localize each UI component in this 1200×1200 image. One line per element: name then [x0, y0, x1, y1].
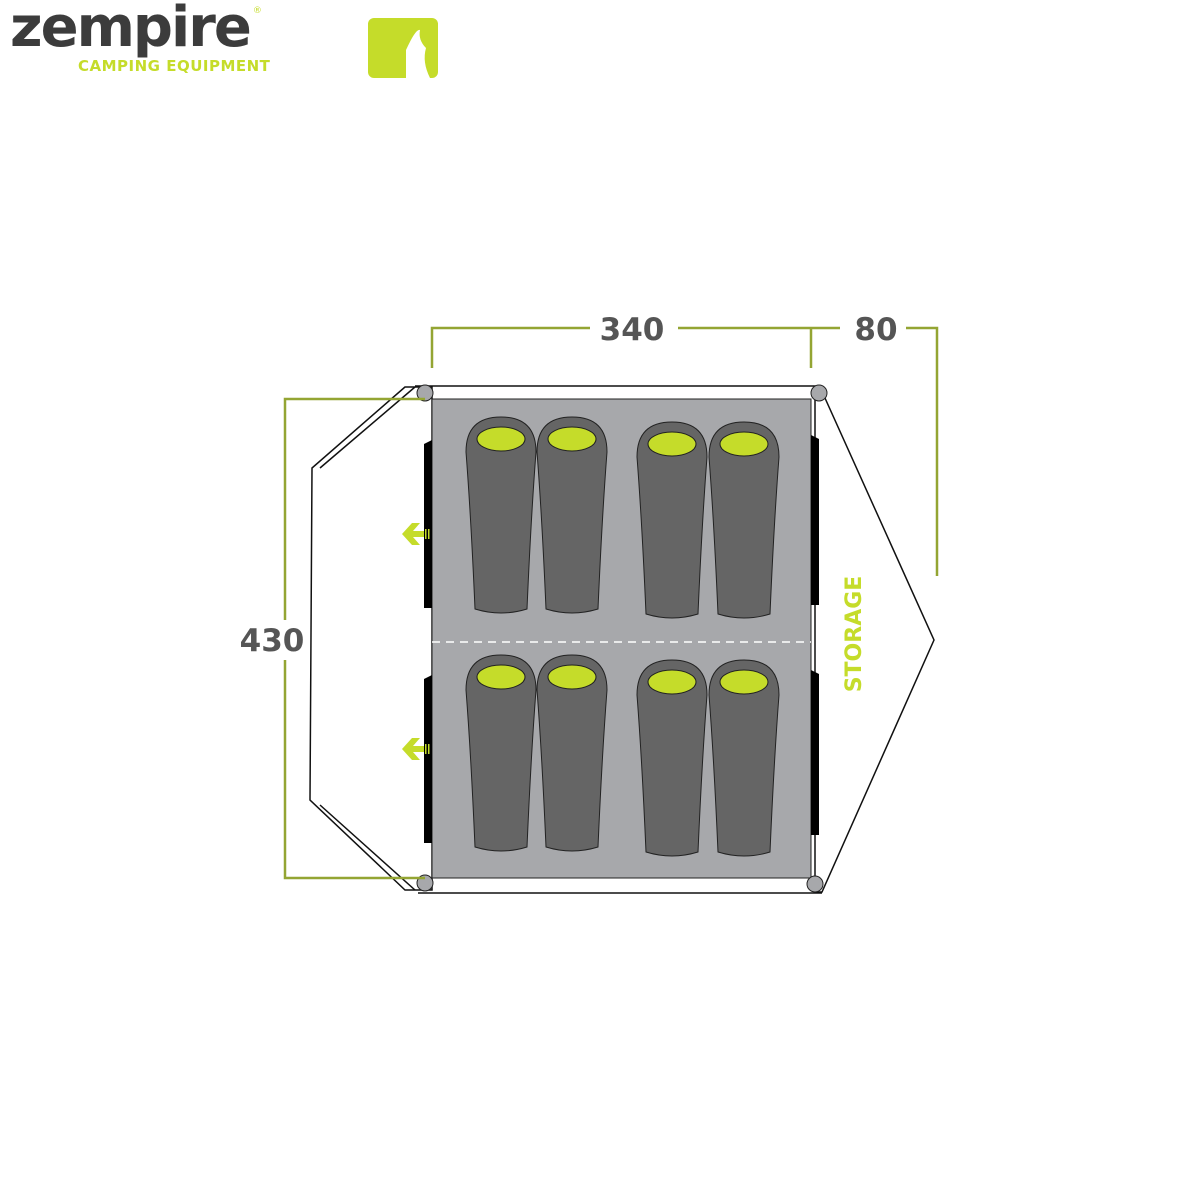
entrance-arrows: [402, 523, 430, 760]
zempire-logo: zempire ® CAMPING EQUIPMENT: [10, 0, 440, 80]
tent-logo-icon: [368, 18, 438, 78]
pole: [810, 384, 828, 402]
logo-brand-row: zempire ®: [10, 0, 262, 56]
sleeping-bag: [636, 421, 708, 619]
logo-tagline: CAMPING EQUIPMENT: [78, 57, 271, 75]
door-right-top: [811, 435, 819, 605]
door-right-bottom: [811, 670, 819, 835]
pillow: [719, 431, 769, 457]
pillow: [719, 669, 769, 695]
sleeping-bag: [536, 416, 608, 614]
doors: [424, 435, 819, 843]
sleeping-bags: [465, 416, 780, 857]
pillow: [476, 664, 526, 690]
sleeping-bag: [708, 659, 780, 857]
pillow: [647, 431, 697, 457]
sleeping-bag: [708, 421, 780, 619]
pole: [416, 384, 434, 402]
arrow-left-icon: [402, 738, 424, 760]
front-porch: [309, 386, 433, 891]
door-left-bottom: [424, 675, 432, 843]
sleeping-bag: [465, 654, 537, 852]
sleeping-bag: [465, 416, 537, 614]
sleeping-bag: [636, 659, 708, 857]
registered-mark: ®: [252, 6, 262, 16]
sleeping-bag: [536, 654, 608, 852]
storage-area: [814, 386, 935, 893]
storage-label: STORAGE: [842, 576, 867, 693]
pillow: [547, 426, 597, 452]
arrow-left-icon: [402, 523, 424, 545]
pillow: [547, 664, 597, 690]
logo-wordmark: zempire: [10, 0, 252, 60]
pillow: [476, 426, 526, 452]
dimension-lines: [283, 326, 939, 880]
width-dimension: 340: [600, 312, 665, 348]
pillow: [647, 669, 697, 695]
depth-dimension: 430: [240, 623, 305, 659]
porch-dimension: 80: [854, 312, 897, 348]
door-left-top: [424, 440, 432, 608]
pole: [806, 875, 824, 893]
